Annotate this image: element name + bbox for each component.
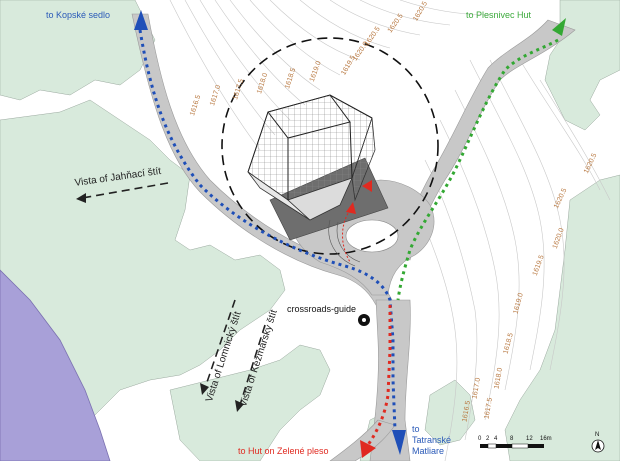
vista-arrows — [81, 182, 266, 406]
north-label: N — [595, 432, 600, 438]
scale-tick: 8 — [510, 436, 514, 442]
cube-structure — [247, 94, 376, 221]
scale-tick: 4 — [494, 436, 498, 442]
vista-arrowheads — [76, 193, 244, 412]
forest-northeast — [544, 0, 620, 131]
dashed-circle — [221, 37, 439, 255]
roundabout-island — [345, 219, 399, 253]
cube-front-face — [287, 177, 353, 221]
label-crossroads-guide: crossroads-guide — [287, 304, 357, 314]
cube-side-face — [351, 117, 376, 202]
arrow-plaza-red-2 — [346, 202, 356, 214]
arrow-kopske — [134, 10, 148, 30]
forest-south-mid — [169, 344, 331, 461]
label-matliare: Matliare — [412, 446, 445, 456]
arrow-plesnivec — [552, 18, 566, 36]
scale-tick: 16m — [540, 436, 552, 442]
route-red-inner — [342, 209, 351, 263]
label-to: to — [412, 424, 420, 434]
scale-tick: 2 — [486, 436, 490, 442]
forest-east — [504, 174, 620, 461]
arrow-matliare — [392, 430, 406, 455]
scale-tick: 12 — [526, 436, 533, 442]
label-tatranske: Tatranské — [412, 435, 452, 445]
forest-southeast — [424, 379, 476, 446]
route-green — [396, 38, 559, 301]
label-to-plesnivec: to Plesnivec Hut — [466, 10, 532, 20]
contour-lines — [169, 0, 611, 461]
arrow-zelene — [360, 440, 376, 458]
scale-tick: 0 — [478, 436, 482, 442]
label-to-zelene: to Hut on Zelené pleso — [238, 446, 329, 456]
scale-bar — [480, 443, 544, 449]
north-arrow — [591, 439, 605, 453]
route-blue — [138, 29, 397, 431]
label-to-kopske: to Kopské sedlo — [46, 10, 111, 20]
plaza-arcs — [328, 219, 361, 267]
arrow-plaza-red — [362, 180, 372, 192]
path-southwest — [329, 419, 396, 461]
water-area — [0, 269, 111, 461]
